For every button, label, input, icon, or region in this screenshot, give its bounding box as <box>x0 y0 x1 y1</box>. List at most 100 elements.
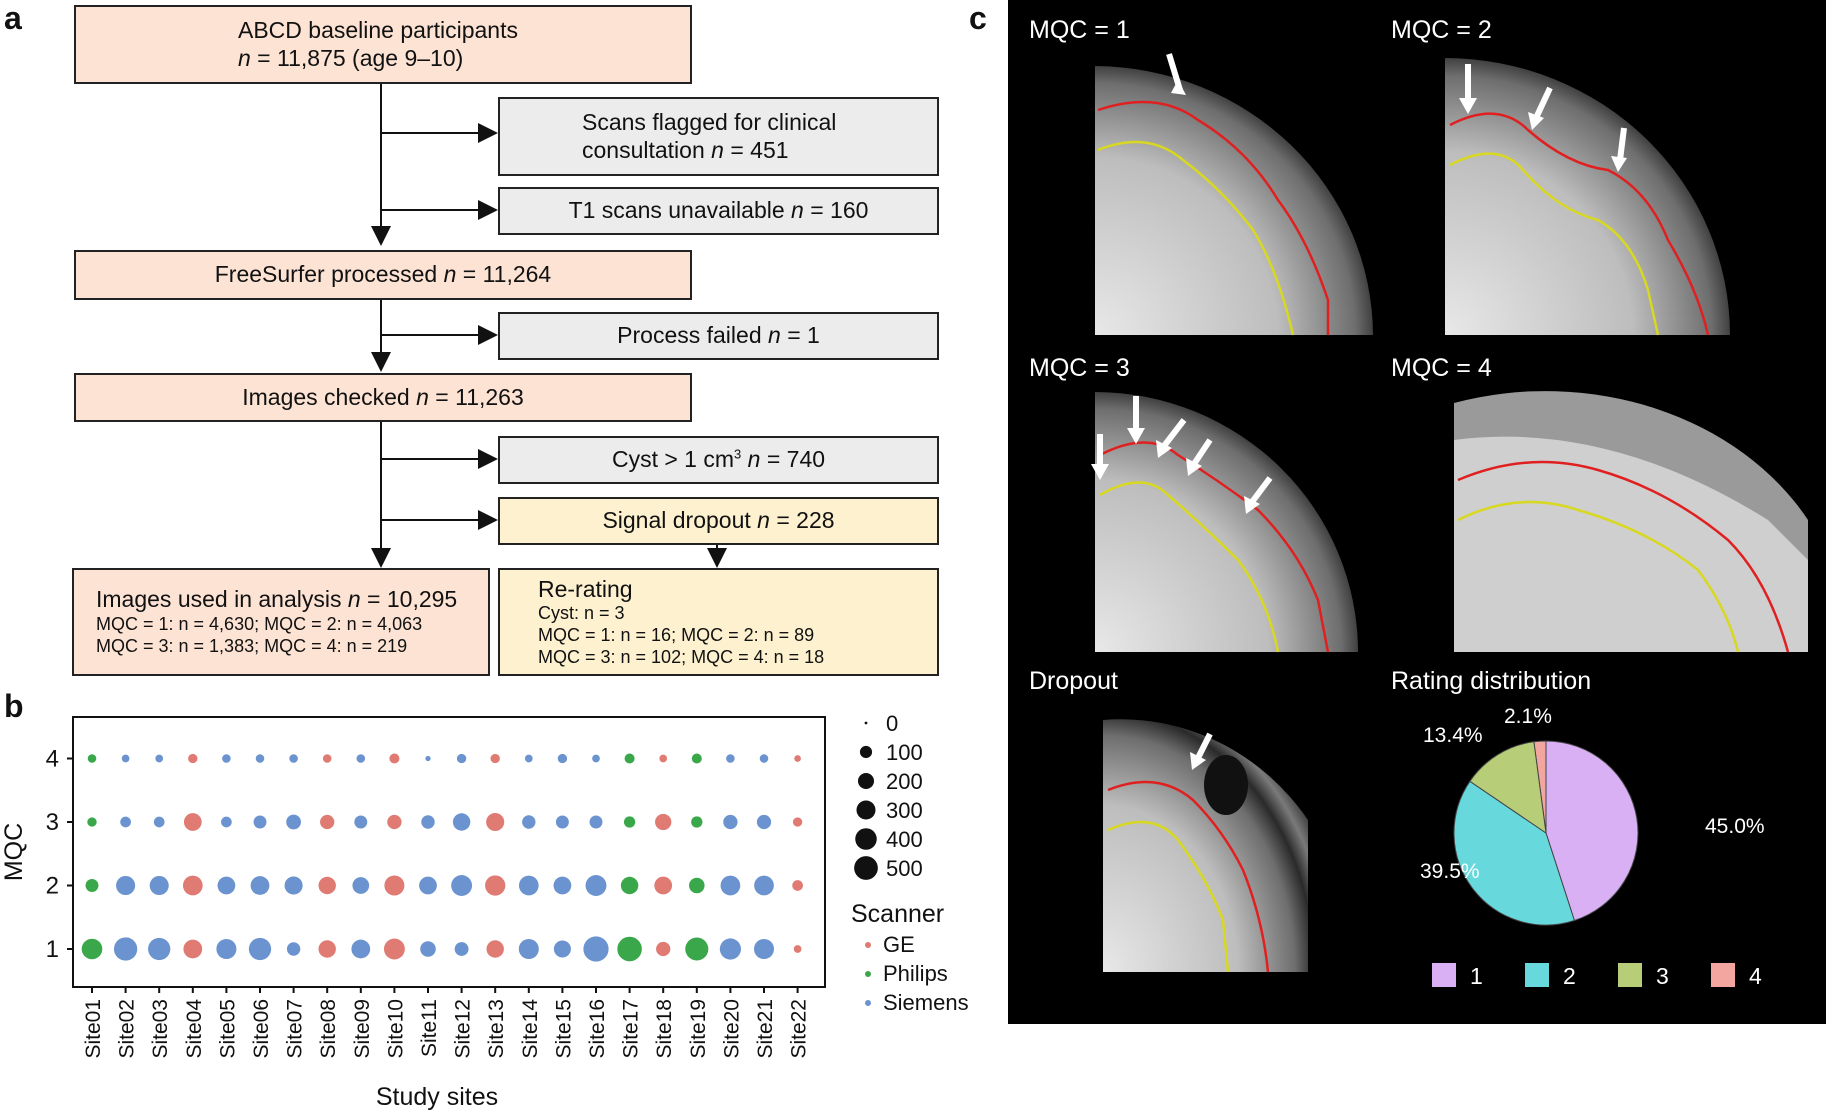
label-mqc1: MQC = 1 <box>1029 16 1130 44</box>
x-tick-label: Site17 <box>620 999 643 1059</box>
x-tick-label: Site18 <box>653 999 676 1059</box>
data-dot <box>153 816 165 828</box>
cyst-box: Cyst > 1 cm3 n = 740 <box>498 436 939 484</box>
data-dot <box>685 937 709 961</box>
checked-box: Images checked n = 11,263 <box>74 373 692 422</box>
data-dot <box>583 936 609 962</box>
freesurfer-box: FreeSurfer processed n = 11,264 <box>74 250 692 300</box>
y-tick-label: 2 <box>46 873 59 900</box>
pie-legend-label: 3 <box>1656 963 1669 989</box>
flagged-box: Scans flagged for clinical consultation … <box>498 97 939 176</box>
pie-legend-swatch <box>1618 963 1642 987</box>
pie-legend-swatch <box>1432 963 1456 987</box>
data-dot <box>286 814 301 830</box>
pie-slice <box>1545 740 1639 922</box>
t1-text: T1 scans unavailable n = 160 <box>568 197 869 224</box>
rerating-row2: MQC = 1: n = 16; MQC = 2: n = 89 <box>538 624 815 645</box>
pie-slice-label: 2.1% <box>1504 705 1552 728</box>
mri-image-mqc3 <box>1091 392 1358 653</box>
x-tick-label: Site21 <box>754 999 777 1059</box>
pie-slice-label: 39.5% <box>1420 860 1480 883</box>
data-dot <box>522 815 536 829</box>
scanner-legend-dot <box>865 971 871 977</box>
panel-label-b: b <box>4 688 24 724</box>
data-dot <box>253 815 267 829</box>
pie-legend-swatch <box>1525 963 1549 987</box>
pie-legend-label: 4 <box>1749 963 1762 989</box>
pie-slice-label: 13.4% <box>1423 724 1483 747</box>
x-tick-label: Site22 <box>788 999 811 1059</box>
data-dot <box>589 815 603 829</box>
x-tick-label: Site13 <box>485 999 508 1059</box>
data-dot <box>248 937 272 961</box>
data-dot <box>420 941 436 957</box>
flowchart-arrows <box>371 84 727 568</box>
data-dot <box>286 942 301 956</box>
panel-label-c: c <box>969 0 987 36</box>
pie-slice <box>1453 780 1576 926</box>
data-dot <box>419 876 437 895</box>
used-row1: MQC = 1: n = 4,630; MQC = 2: n = 4,063 <box>96 613 423 634</box>
rerating-title: Re-rating <box>538 575 633 602</box>
data-dot <box>485 875 506 896</box>
data-dot <box>320 814 335 830</box>
flagged-line2: consultation n = 451 <box>582 136 789 163</box>
pie-legend-swatch <box>1711 963 1735 987</box>
x-tick-label: Site14 <box>519 999 542 1059</box>
x-axis-label: Study sites <box>376 1083 498 1111</box>
scanner-legend-dot <box>865 942 871 948</box>
data-dot <box>421 815 435 829</box>
data-dot <box>384 875 405 896</box>
data-dot <box>585 875 607 896</box>
x-tick-label: Site06 <box>250 999 273 1059</box>
x-tick-label: Site03 <box>149 999 172 1059</box>
data-dot <box>655 813 672 831</box>
data-dot <box>759 754 769 763</box>
data-dot <box>792 880 803 891</box>
data-dot <box>183 939 203 959</box>
data-dot <box>451 875 473 896</box>
mri-image-mqc4 <box>1454 391 1808 653</box>
data-dot <box>754 875 774 896</box>
y-tick-label: 3 <box>46 809 59 836</box>
data-dot <box>518 938 539 960</box>
data-dot <box>289 754 298 763</box>
data-dot <box>691 753 702 764</box>
data-dot <box>691 816 703 828</box>
data-dot <box>793 945 802 953</box>
y-tick-label: 1 <box>46 936 59 963</box>
data-dot <box>654 876 673 895</box>
data-dot <box>456 753 467 764</box>
size-legend-dot <box>864 721 868 725</box>
data-dot <box>387 814 402 830</box>
x-tick-label: Site02 <box>116 999 139 1059</box>
dropout-box: Signal dropout n = 228 <box>498 497 939 545</box>
scanner-legend-label: Siemens <box>883 990 969 1015</box>
data-dot <box>383 938 405 960</box>
data-dot <box>148 937 171 961</box>
data-dot <box>792 817 803 827</box>
data-dot <box>182 875 203 896</box>
size-legend-label: 300 <box>886 798 923 823</box>
y-tick-label: 4 <box>46 746 59 773</box>
data-dot <box>557 753 568 764</box>
data-dot <box>620 876 639 895</box>
data-dot <box>352 877 370 894</box>
data-dot <box>188 753 198 764</box>
data-dot <box>284 876 303 895</box>
data-dot <box>617 936 642 962</box>
data-dot <box>425 755 431 762</box>
data-dot <box>351 939 371 959</box>
data-dot <box>454 942 469 956</box>
data-dot <box>389 753 400 764</box>
size-legend-label: 0 <box>886 711 898 736</box>
mri-image-dropout <box>1103 719 1308 973</box>
data-dot <box>592 754 600 763</box>
data-dot <box>222 754 231 763</box>
data-dot <box>318 940 336 958</box>
data-dot <box>322 754 332 763</box>
label-mqc4: MQC = 4 <box>1391 354 1492 382</box>
data-dot <box>624 753 635 764</box>
size-legend-dot <box>854 856 878 880</box>
